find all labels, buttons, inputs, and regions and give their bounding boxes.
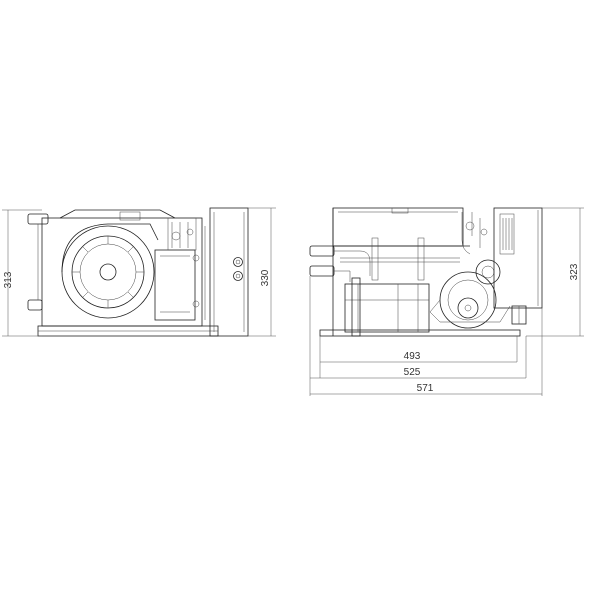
dim-label-525: 525	[404, 367, 421, 378]
front-pipe-bottom	[27, 299, 43, 311]
dim-label-493: 493	[404, 351, 421, 362]
dim-label-330: 330	[260, 269, 271, 286]
side-flange	[351, 277, 361, 337]
side-base-plate	[319, 329, 521, 337]
connector-bottom	[233, 271, 243, 281]
side-pipe-top	[309, 245, 335, 257]
side-motor-circle	[475, 259, 501, 285]
front-pipe-top	[27, 213, 49, 225]
front-components	[167, 217, 197, 251]
side-plenum	[344, 283, 430, 333]
side-rear-panel	[493, 207, 543, 309]
front-housing	[41, 217, 203, 327]
side-pipe-bottom	[309, 265, 335, 277]
blower-hub	[99, 263, 117, 281]
connector-top	[233, 257, 243, 267]
front-motor-block	[154, 249, 196, 321]
dim-label-571: 571	[417, 383, 434, 394]
side-top-casing	[332, 207, 464, 247]
side-fan-housing	[439, 271, 497, 329]
dim-label-323: 323	[569, 263, 580, 280]
front-view	[27, 207, 249, 337]
front-dimensions: 313 330	[2, 207, 276, 337]
dim-label-313: 313	[3, 271, 14, 288]
side-fan-hub	[457, 297, 479, 319]
side-dimensions: 323 493 525 571	[309, 207, 584, 396]
blower-blades	[72, 236, 144, 308]
blower-wheel	[71, 235, 145, 309]
side-view	[309, 207, 543, 337]
front-panel	[209, 207, 249, 337]
